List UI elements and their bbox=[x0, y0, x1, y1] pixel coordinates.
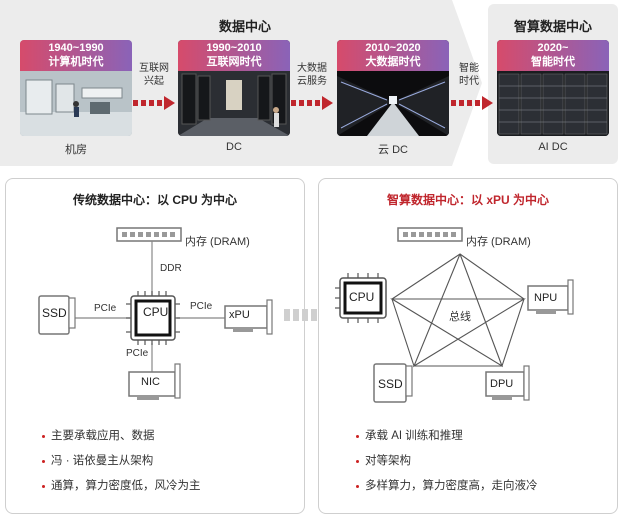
era-caption: DC bbox=[226, 141, 242, 153]
era-caption: AI DC bbox=[538, 141, 568, 153]
pcie-left-label: PCIe bbox=[94, 303, 117, 314]
npu-label: NPU bbox=[534, 292, 558, 304]
dpu-label: DPU bbox=[490, 378, 514, 390]
cpu-chip bbox=[126, 291, 180, 345]
cloud-dc-photo bbox=[337, 70, 449, 136]
transition-label: 大数据云服务 bbox=[297, 63, 327, 87]
nic-label: NIC bbox=[141, 376, 160, 388]
era-caption: 云 DC bbox=[378, 144, 408, 156]
era-card-bigdata: 2010~2020 大数据时代 bbox=[337, 40, 449, 136]
xpu-label: xPU bbox=[229, 309, 250, 321]
era-name: 大数据时代 bbox=[365, 56, 421, 68]
ssd-label: SSD bbox=[42, 306, 67, 320]
dpu-card-icon bbox=[485, 365, 530, 401]
era-card-internet: 1990~2010 互联网时代 bbox=[178, 40, 290, 136]
bullet-item: 冯 · 诺依曼主从架构 bbox=[42, 449, 201, 474]
era-caption: 机房 bbox=[65, 144, 87, 156]
era-card-ai: 2020~ 智能时代 bbox=[497, 40, 609, 136]
dashed-arrow bbox=[291, 96, 333, 110]
era-name: 互联网时代 bbox=[206, 56, 262, 68]
memory-icon bbox=[116, 227, 182, 242]
era-years: 1940~1990 bbox=[48, 42, 104, 54]
machine-room-photo bbox=[20, 70, 132, 136]
dashed-arrow bbox=[133, 96, 175, 110]
bullet-item: 承载 AI 训练和推理 bbox=[356, 424, 538, 449]
bus-pentagon bbox=[390, 253, 526, 368]
datacenter-photo bbox=[178, 70, 290, 136]
nic-card-icon bbox=[128, 363, 181, 400]
ai-dc-photo bbox=[497, 70, 609, 136]
era-name: 计算机时代 bbox=[48, 56, 104, 68]
xpu-card-icon bbox=[224, 299, 273, 335]
era-years: 2010~2020 bbox=[365, 42, 421, 54]
ssd-label: SSD bbox=[378, 377, 403, 391]
ssd-icon bbox=[38, 295, 76, 335]
ssd-icon bbox=[373, 363, 413, 403]
pcie-right-label: PCIe bbox=[190, 301, 213, 312]
era-years: 2020~ bbox=[537, 42, 569, 54]
memory-label: 内存 (DRAM) bbox=[466, 236, 531, 248]
ddr-label: DDR bbox=[160, 263, 182, 274]
bullet-item: 主要承载应用、数据 bbox=[42, 424, 201, 449]
right-bullets: 承载 AI 训练和推理 对等架构 多样算力，算力密度高，走向液冷 bbox=[356, 424, 538, 499]
aidc-panel: 智算数据中心：以 xPU 为中心 bbox=[318, 178, 618, 514]
bullet-item: 通算，算力密度低，风冷为主 bbox=[42, 474, 201, 499]
xpu-centric-diagram bbox=[335, 227, 574, 403]
transition-label: 智能时代 bbox=[459, 63, 479, 87]
panel-title: 传统数据中心：以 CPU 为中心 bbox=[72, 193, 237, 207]
era-card-computer: 1940~1990 计算机时代 bbox=[20, 40, 132, 136]
dc-title: 数据中心 bbox=[218, 19, 271, 34]
memory-label: 内存 (DRAM) bbox=[185, 236, 250, 248]
bus-label: 总线 bbox=[449, 311, 471, 323]
era-years: 1990~2010 bbox=[206, 42, 262, 54]
left-bullets: 主要承载应用、数据 冯 · 诺依曼主从架构 通算，算力密度低，风冷为主 bbox=[42, 424, 201, 499]
era-name: 智能时代 bbox=[531, 56, 575, 68]
aidc-title: 智算数据中心 bbox=[513, 19, 592, 34]
bullet-item: 多样算力，算力密度高，走向液冷 bbox=[356, 474, 538, 499]
cpu-label: CPU bbox=[143, 305, 169, 319]
cpu-chip bbox=[335, 273, 387, 323]
npu-card-icon bbox=[527, 279, 574, 315]
bullet-item: 对等架构 bbox=[356, 449, 538, 474]
cpu-centric-diagram bbox=[38, 227, 273, 400]
memory-icon bbox=[397, 227, 463, 242]
pcie-bottom-label: PCIe bbox=[126, 348, 149, 359]
panel-title: 智算数据中心：以 xPU 为中心 bbox=[386, 193, 549, 207]
cpu-label: CPU bbox=[349, 290, 375, 304]
transition-label: 互联网兴起 bbox=[139, 63, 169, 87]
dashed-arrow bbox=[451, 96, 493, 110]
